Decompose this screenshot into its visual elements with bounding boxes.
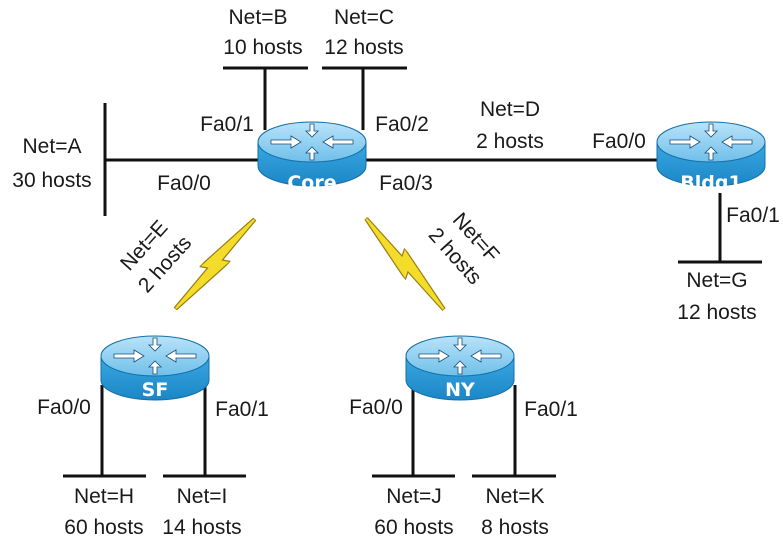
net-b-hosts: 10 hosts [223,36,302,59]
net-k-name: Net=K [486,485,545,508]
bldg1-fa01-label: Fa0/1 [726,204,780,227]
net-c-name: Net=C [334,6,394,29]
wan-link-net-e [168,212,262,316]
net-h-name: Net=H [74,485,134,508]
core-fa03-label: Fa0/3 [379,172,433,195]
ny-fa01-label: Fa0/1 [524,398,578,421]
router-core[interactable]: Core [257,121,367,194]
net-k-hosts: 8 hosts [481,516,549,539]
net-i-hosts: 14 hosts [162,516,241,539]
router-sf-label: SF [142,379,169,401]
net-d-hosts: 2 hosts [476,130,544,153]
net-e-label: Net=E 2 hosts [116,216,196,297]
router-bldg1[interactable]: Bldg1 [656,121,766,194]
core-fa02-label: Fa0/2 [375,113,429,136]
ny-fa00-label: Fa0/0 [349,396,403,419]
net-a-hosts: 30 hosts [12,169,91,192]
net-g-name: Net=G [686,269,747,292]
net-a-name: Net=A [23,135,82,158]
net-f-label: Net=F 2 hosts [424,208,504,289]
sf-fa00-label: Fa0/0 [37,396,91,419]
bldg1-fa00-label: Fa0/0 [592,130,646,153]
router-ny[interactable]: NY [405,335,515,401]
net-b-name: Net=B [229,6,288,29]
net-i-name: Net=I [177,485,228,508]
core-fa01-label: Fa0/1 [200,113,254,136]
sf-fa01-label: Fa0/1 [215,398,269,421]
router-ny-label: NY [445,379,475,401]
core-fa00-label: Fa0/0 [157,172,211,195]
router-bldg1-label: Bldg1 [680,172,741,194]
net-j-hosts: 60 hosts [374,516,453,539]
net-j-name: Net=J [386,485,441,508]
net-c-hosts: 12 hosts [324,36,403,59]
router-sf[interactable]: SF [100,335,210,401]
net-g-hosts: 12 hosts [677,301,756,324]
net-d-name: Net=D [480,98,540,121]
net-h-hosts: 60 hosts [64,516,143,539]
router-core-label: Core [287,172,336,194]
